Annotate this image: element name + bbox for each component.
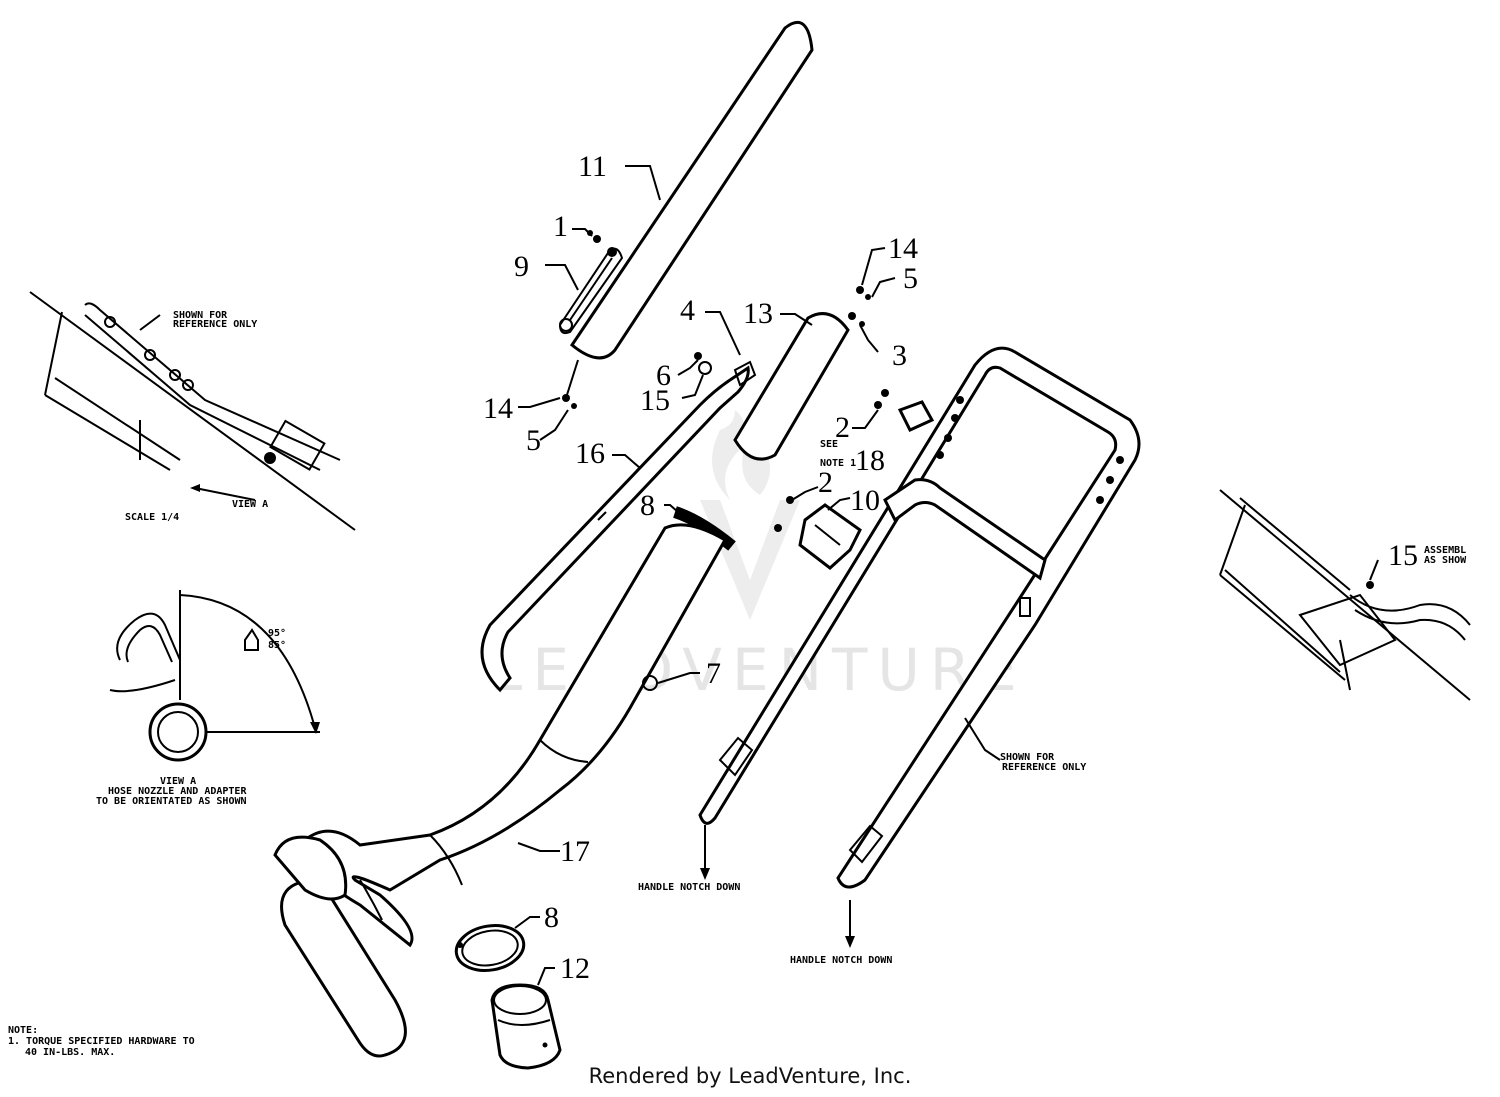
callout-16: 16 <box>575 437 605 470</box>
callout-13: 13 <box>743 297 773 330</box>
callout-14-left: 14 <box>483 392 513 425</box>
view-a-line2: HOSE NOZZLE AND ADAPTER <box>108 786 247 797</box>
note-angle-85: 85° <box>268 640 286 651</box>
view-a-title: VIEW A <box>160 776 196 787</box>
callout-14-right: 14 <box>888 232 918 265</box>
handle-notch-arrow-1 <box>700 825 710 880</box>
note-shown-ref-1a: SHOWN FOR <box>173 310 228 321</box>
callout-6: 6 <box>656 359 671 392</box>
callout-10: 10 <box>850 484 880 517</box>
detail-right <box>1219 489 1471 701</box>
note-assemble-b: AS SHOW <box>1424 555 1467 566</box>
callout-numbers: 11 1 9 14 5 14 5 4 13 3 6 15 16 2 18 2 1… <box>483 150 1418 985</box>
note-assemble-a: ASSEMBL <box>1424 545 1466 556</box>
callout-4: 4 <box>680 294 695 327</box>
note-view-a-arrow: VIEW A <box>232 499 268 510</box>
callout-15: 15 <box>640 384 670 417</box>
part-9-clamp <box>558 247 624 335</box>
part-12-cap <box>490 983 562 1070</box>
part-13-sleeve <box>733 312 850 461</box>
note-shown-ref-2a: SHOWN FOR <box>1000 752 1055 763</box>
fastener-14-5-3-upper <box>848 286 871 327</box>
callout-8-lower: 8 <box>544 901 559 934</box>
callout-12: 12 <box>560 952 590 985</box>
note-angle-95: 95° <box>268 628 286 639</box>
callout-18: 18 <box>855 444 885 477</box>
fastener-14-5-lower <box>562 359 579 409</box>
leader-lines <box>179 165 1001 986</box>
handle-notch-arrow-2 <box>845 900 855 948</box>
part-11-upper-tube <box>569 21 814 360</box>
callout-7: 7 <box>706 657 721 690</box>
handle-dots <box>936 396 1124 504</box>
part-18-bracket <box>874 389 935 432</box>
detail-top-left <box>29 291 356 531</box>
footer-credit: Rendered by LeadVenture, Inc. <box>588 1064 912 1088</box>
part-16-hose-tube <box>480 352 757 693</box>
part-10-bracket <box>774 496 862 570</box>
part-7-fastener <box>642 675 658 691</box>
note-handle-notch-2: HANDLE NOTCH DOWN <box>790 955 892 966</box>
callout-5-left: 5 <box>526 424 541 457</box>
callout-5-right: 5 <box>903 262 918 295</box>
callout-15-detail: 15 <box>1388 539 1418 572</box>
callout-3: 3 <box>892 339 907 372</box>
reference-handle <box>698 346 1141 889</box>
callout-8-upper: 8 <box>640 489 655 522</box>
note-title: NOTE: <box>8 1025 38 1036</box>
annotations: SHOWN FOR REFERENCE ONLY VIEW A SCALE 1/… <box>8 310 1467 1058</box>
view-a-line3: TO BE ORIENTATED AS SHOWN <box>96 796 247 807</box>
part-17-main-tube <box>273 523 728 1058</box>
note-note1: NOTE 1 <box>820 458 856 469</box>
note-line1: 1. TORQUE SPECIFIED HARDWARE TO <box>8 1036 195 1047</box>
view-a-detail <box>109 590 320 762</box>
note-handle-notch-1: HANDLE NOTCH DOWN <box>638 882 740 893</box>
callout-2-upper: 2 <box>835 411 850 444</box>
callout-1: 1 <box>553 210 568 243</box>
part-8-clamp-upper <box>673 506 736 551</box>
callout-11: 11 <box>578 150 607 183</box>
part-8-ring-lower <box>454 924 526 972</box>
note-scale: SCALE 1/4 <box>125 512 179 523</box>
note-shown-ref-1b: REFERENCE ONLY <box>173 319 257 330</box>
note-line2: 40 IN-LBS. MAX. <box>25 1047 115 1058</box>
callout-17: 17 <box>560 835 590 868</box>
callout-2-lower: 2 <box>818 466 833 499</box>
note-see: SEE <box>820 439 838 450</box>
note-shown-ref-2b: REFERENCE ONLY <box>1002 762 1086 773</box>
callout-9: 9 <box>514 250 529 283</box>
